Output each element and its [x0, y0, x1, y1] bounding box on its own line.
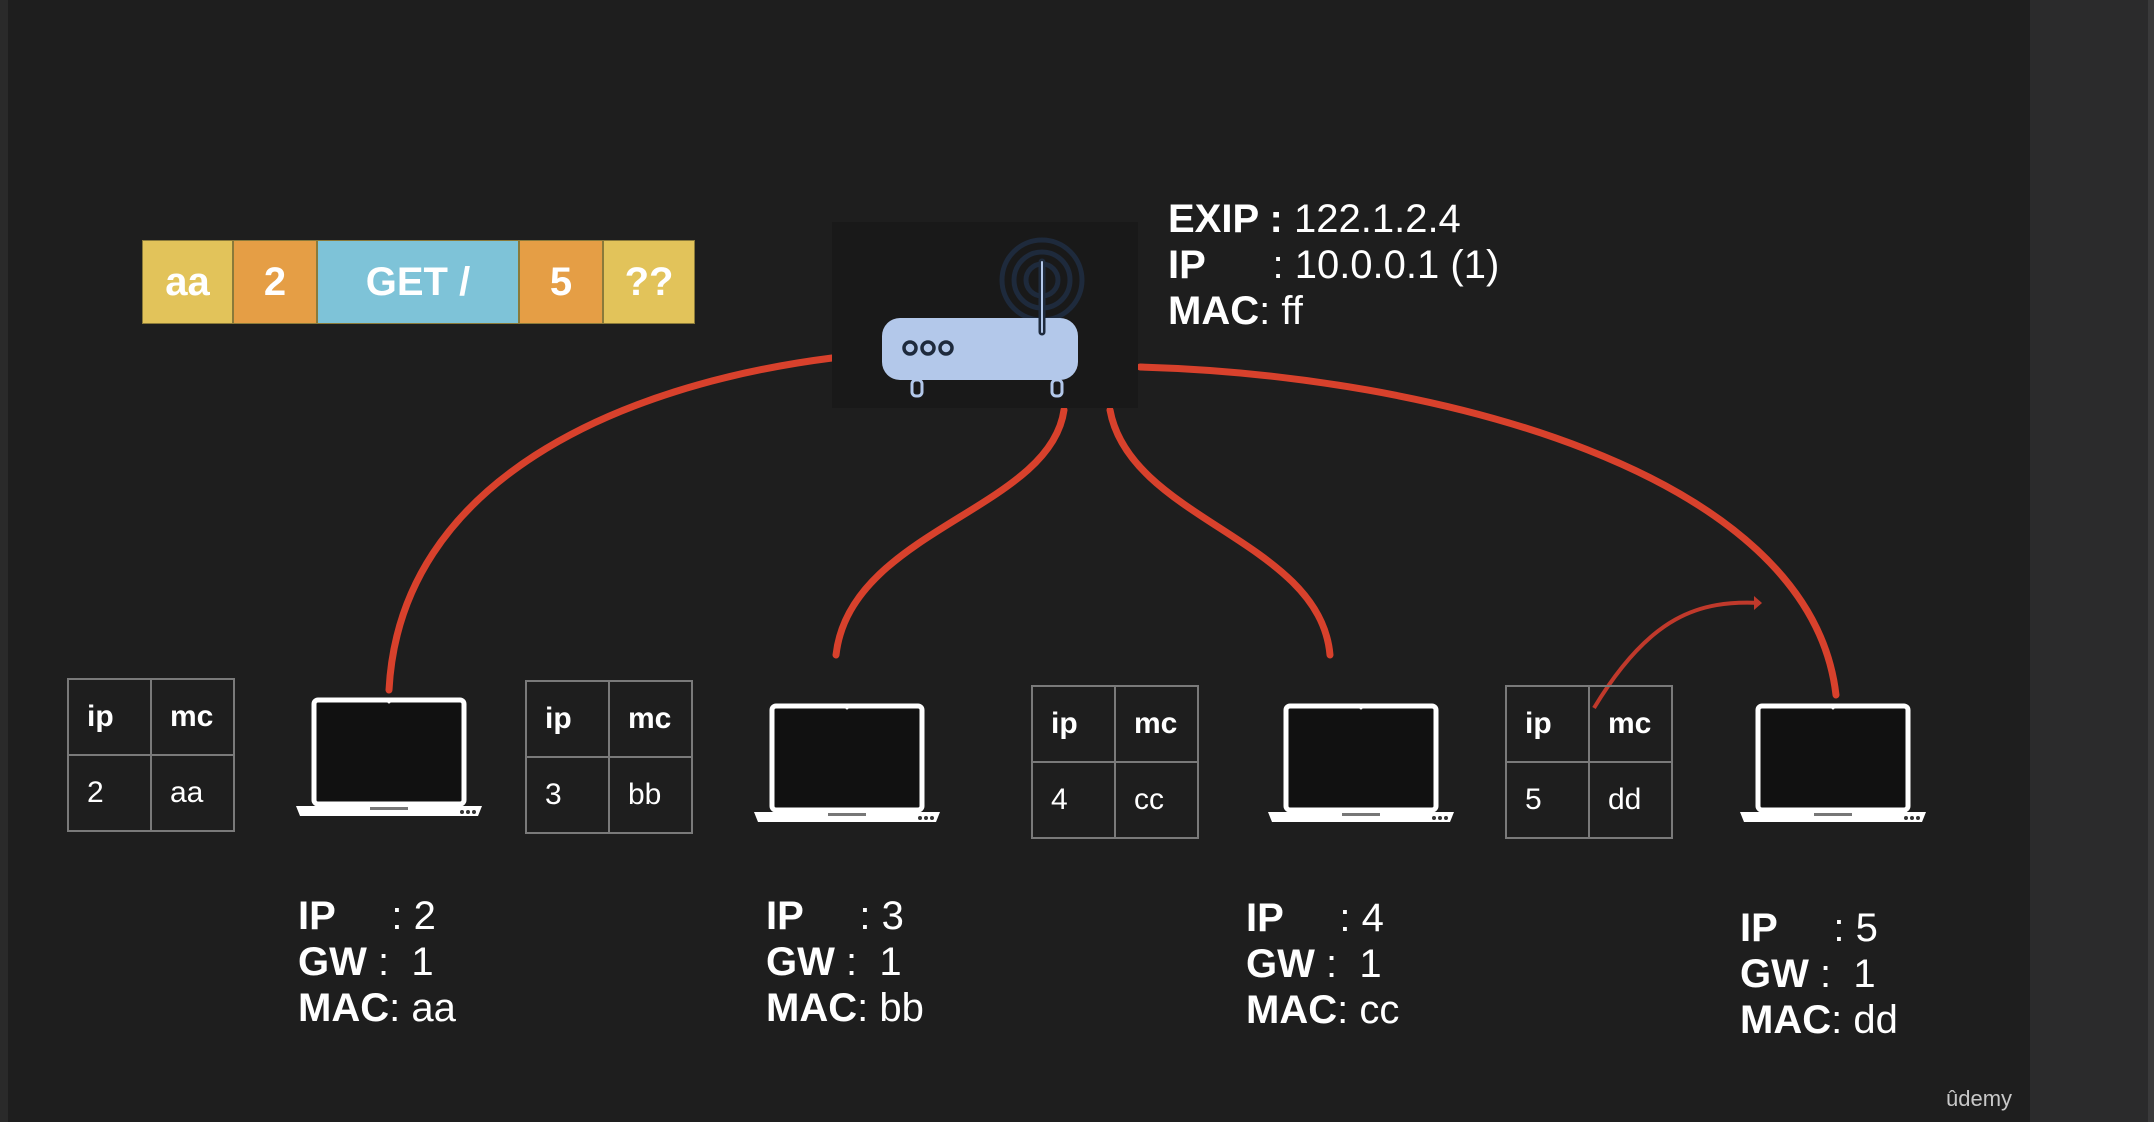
laptop-icon-host-1	[296, 697, 482, 816]
arp-header-mc: mc	[150, 678, 235, 756]
router	[832, 222, 1138, 408]
right-side-panel	[2030, 0, 2154, 1122]
arp-header-ip: ip	[67, 678, 152, 756]
wire-host-2	[832, 406, 1068, 659]
arp-cell-mc: bb	[608, 756, 693, 834]
ip-key: IP	[1246, 896, 1284, 940]
gw-value: : 1	[834, 940, 902, 984]
router-exip-value: 122.1.2.4	[1282, 197, 1461, 241]
mac-key: MAC	[766, 986, 858, 1030]
arp-header-mc: mc	[1588, 685, 1673, 763]
packet-field-payload: GET /	[317, 240, 519, 324]
ip-key: IP	[1740, 906, 1778, 950]
right-scroll-edge	[2148, 0, 2154, 1122]
ip-key: IP	[298, 894, 336, 938]
left-edge	[0, 0, 8, 1122]
ip-key: IP	[766, 894, 804, 938]
mac-key: MAC	[1246, 988, 1338, 1032]
gw-key: GW	[298, 940, 367, 984]
mac-value: : dd	[1831, 998, 1898, 1042]
arp-reply-arrow	[1592, 600, 1761, 710]
router-ip-key: IP	[1168, 243, 1206, 287]
router-mac-value: : ff	[1259, 289, 1303, 333]
arp-cell-mc: dd	[1588, 761, 1673, 839]
gw-value: : 1	[366, 940, 434, 984]
gw-value: : 1	[1314, 942, 1382, 986]
router-mac-key: MAC	[1168, 289, 1260, 333]
mac-value: : bb	[857, 986, 924, 1030]
host-4-info: IP : 5 GW : 1 MAC: dd	[1740, 905, 1898, 1043]
router-info: EXIP : 122.1.2.4 IP : 10.0.0.1 (1) MAC: …	[1168, 196, 1499, 334]
arp-cell-ip: 4	[1031, 761, 1116, 839]
arp-cell-mc: cc	[1114, 761, 1199, 839]
router-exip-key: EXIP :	[1168, 197, 1283, 241]
arp-header-ip: ip	[525, 680, 610, 758]
router-icon	[882, 237, 1085, 398]
router-ip-value: : 10.0.0.1 (1)	[1205, 243, 1500, 287]
wire-host-3	[1106, 406, 1334, 659]
arp-cell-ip: 3	[525, 756, 610, 834]
host-3-info: IP : 4 GW : 1 MAC: cc	[1246, 895, 1399, 1033]
packet-field-dest-ip: 2	[233, 240, 317, 324]
arp-cell-mc: aa	[150, 754, 235, 832]
wire-host-1	[385, 354, 836, 694]
mac-value: : cc	[1337, 988, 1400, 1032]
udemy-watermark: ûdemy	[1946, 1086, 2013, 1111]
host-2-info: IP : 3 GW : 1 MAC: bb	[766, 893, 924, 1031]
arp-header-ip: ip	[1505, 685, 1590, 763]
wire-host-4	[1136, 363, 1840, 699]
ip-value: : 3	[803, 894, 904, 938]
arp-header-ip: ip	[1031, 685, 1116, 763]
arp-cell-ip: 2	[67, 754, 152, 832]
packet-field-dest-mac: aa	[142, 240, 233, 324]
packet-field-src-mac: ??	[603, 240, 695, 324]
packet-field-src-ip: 5	[519, 240, 603, 324]
laptop-icon-host-3	[1268, 703, 1454, 822]
host-1-info: IP : 2 GW : 1 MAC: aa	[298, 893, 456, 1031]
gw-key: GW	[1740, 952, 1809, 996]
gw-value: : 1	[1808, 952, 1876, 996]
laptop-icon-host-2	[754, 703, 940, 822]
gw-key: GW	[766, 940, 835, 984]
mac-key: MAC	[1740, 998, 1832, 1042]
arp-cell-ip: 5	[1505, 761, 1590, 839]
packet: aa 2 GET / 5 ??	[142, 240, 695, 324]
ip-value: : 2	[335, 894, 436, 938]
mac-value: : aa	[389, 986, 456, 1030]
mac-key: MAC	[298, 986, 390, 1030]
ip-value: : 4	[1283, 896, 1384, 940]
arp-header-mc: mc	[608, 680, 693, 758]
ip-value: : 5	[1777, 906, 1878, 950]
gw-key: GW	[1246, 942, 1315, 986]
laptop-icon-host-4	[1740, 703, 1926, 822]
arp-header-mc: mc	[1114, 685, 1199, 763]
